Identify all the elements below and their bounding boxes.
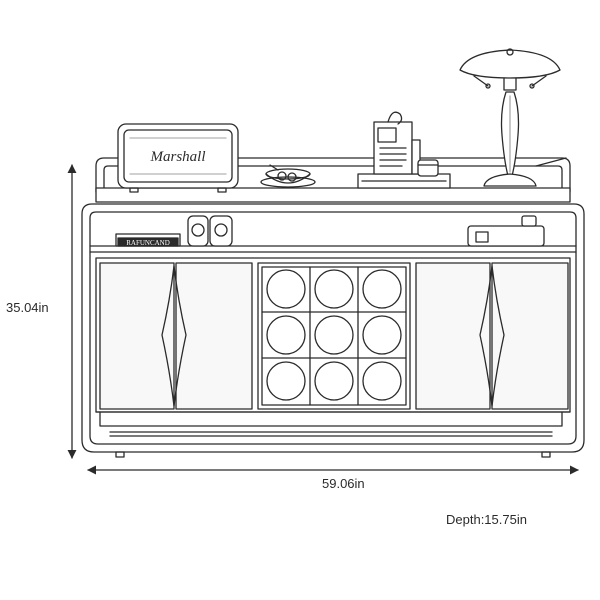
width-dimension: 59.06in xyxy=(322,476,365,491)
wine-rack xyxy=(257,262,411,410)
depth-dimension: Depth:15.75in xyxy=(446,512,527,527)
left-cabinet-doors xyxy=(99,262,253,410)
wine-slot xyxy=(362,361,402,401)
speaker xyxy=(117,123,239,193)
left-door-handle xyxy=(161,265,187,407)
wine-slot xyxy=(314,361,354,401)
wine-slot xyxy=(314,269,354,309)
label-box xyxy=(115,233,181,247)
box-label: RAFUNCAND xyxy=(126,239,170,247)
fruit-bowl xyxy=(260,164,316,188)
wine-slot xyxy=(266,315,306,355)
small-speakers xyxy=(187,215,233,247)
tray xyxy=(467,215,545,247)
wine-slot xyxy=(314,315,354,355)
desk-organizer xyxy=(357,111,451,189)
wine-slot xyxy=(266,269,306,309)
top-rail xyxy=(95,157,571,193)
top-shelf xyxy=(95,187,571,203)
right-door-handle xyxy=(479,265,505,407)
wine-slot xyxy=(362,269,402,309)
outer-frame xyxy=(81,203,585,453)
wine-slot xyxy=(266,361,306,401)
wine-slot xyxy=(362,315,402,355)
speaker-brand: Marshall xyxy=(149,149,205,165)
table-lamp xyxy=(459,48,567,187)
bottom-base xyxy=(95,411,571,458)
right-cabinet-doors xyxy=(415,262,569,410)
height-dimension: 35.04in xyxy=(6,300,49,315)
